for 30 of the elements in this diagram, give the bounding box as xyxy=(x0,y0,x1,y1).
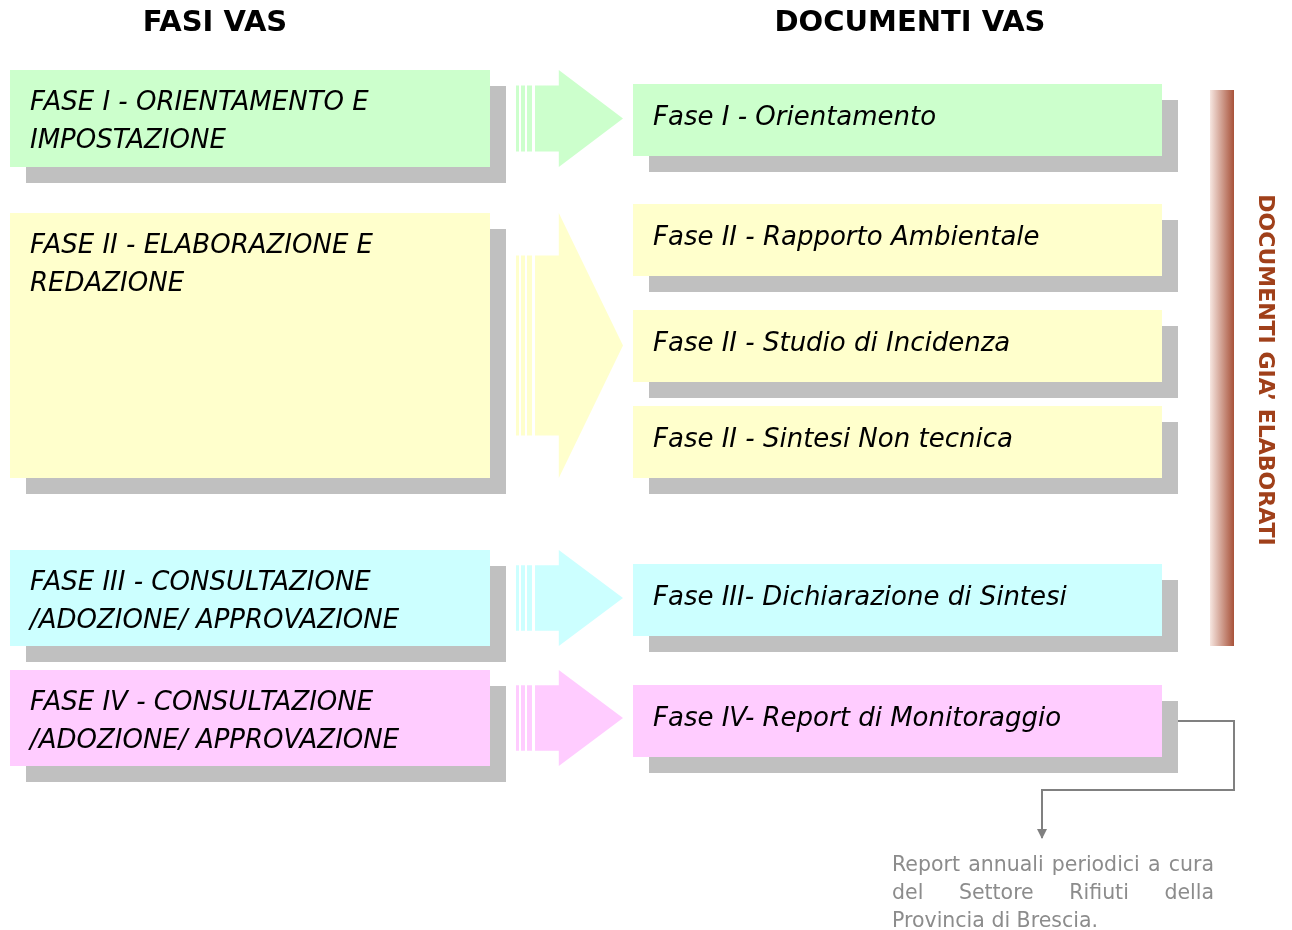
phase-box xyxy=(10,670,490,766)
box-text: Fase IV- Report di Monitoraggio xyxy=(653,701,1063,734)
box-text: Fase II - Sintesi Non tecnica xyxy=(653,422,1014,455)
phase-box xyxy=(10,550,490,646)
note-text: Report annuali periodici a cura del Settore Rifiuti della Provincia di Brescia. xyxy=(892,850,1214,930)
phase-box xyxy=(633,685,1162,757)
arrow xyxy=(1037,720,1235,839)
box-text: Fase I - Orientamento xyxy=(653,100,938,133)
box-text: FASE IV - CONSULTAZIONE /ADOZIONE/ APPROVAZIONE xyxy=(30,685,401,756)
block-arrow xyxy=(516,670,623,766)
phase-box xyxy=(633,204,1162,276)
side-label: DOCUMENTI GIA’ ELABORATI xyxy=(1254,194,1279,546)
block-arrow xyxy=(516,550,623,646)
box-text: FASE II - ELABORAZIONE E REDAZIONE xyxy=(30,228,375,299)
column-heading: DOCUMENTI VAS xyxy=(774,4,1046,38)
box-text: Fase II - Studio di Incidenza xyxy=(653,326,1012,359)
box-text: FASE I - ORIENTAMENTO E IMPOSTAZIONE xyxy=(30,85,370,156)
block-arrow xyxy=(516,70,623,167)
column-heading: FASI VAS xyxy=(142,4,288,38)
phase-box xyxy=(633,406,1162,478)
gradient-bar xyxy=(1210,90,1234,646)
box-text: FASE III - CONSULTAZIONE /ADOZIONE/ APPROVAZIONE xyxy=(30,565,401,636)
phase-box xyxy=(10,213,490,478)
box-text: Fase III- Dichiarazione di Sintesi xyxy=(653,580,1068,613)
box-text: Fase II - Rapporto Ambientale xyxy=(653,220,1041,253)
block-arrow xyxy=(516,213,623,478)
phase-box xyxy=(633,310,1162,382)
phase-box xyxy=(633,84,1162,156)
phase-box xyxy=(10,70,490,167)
phase-box xyxy=(633,564,1162,636)
